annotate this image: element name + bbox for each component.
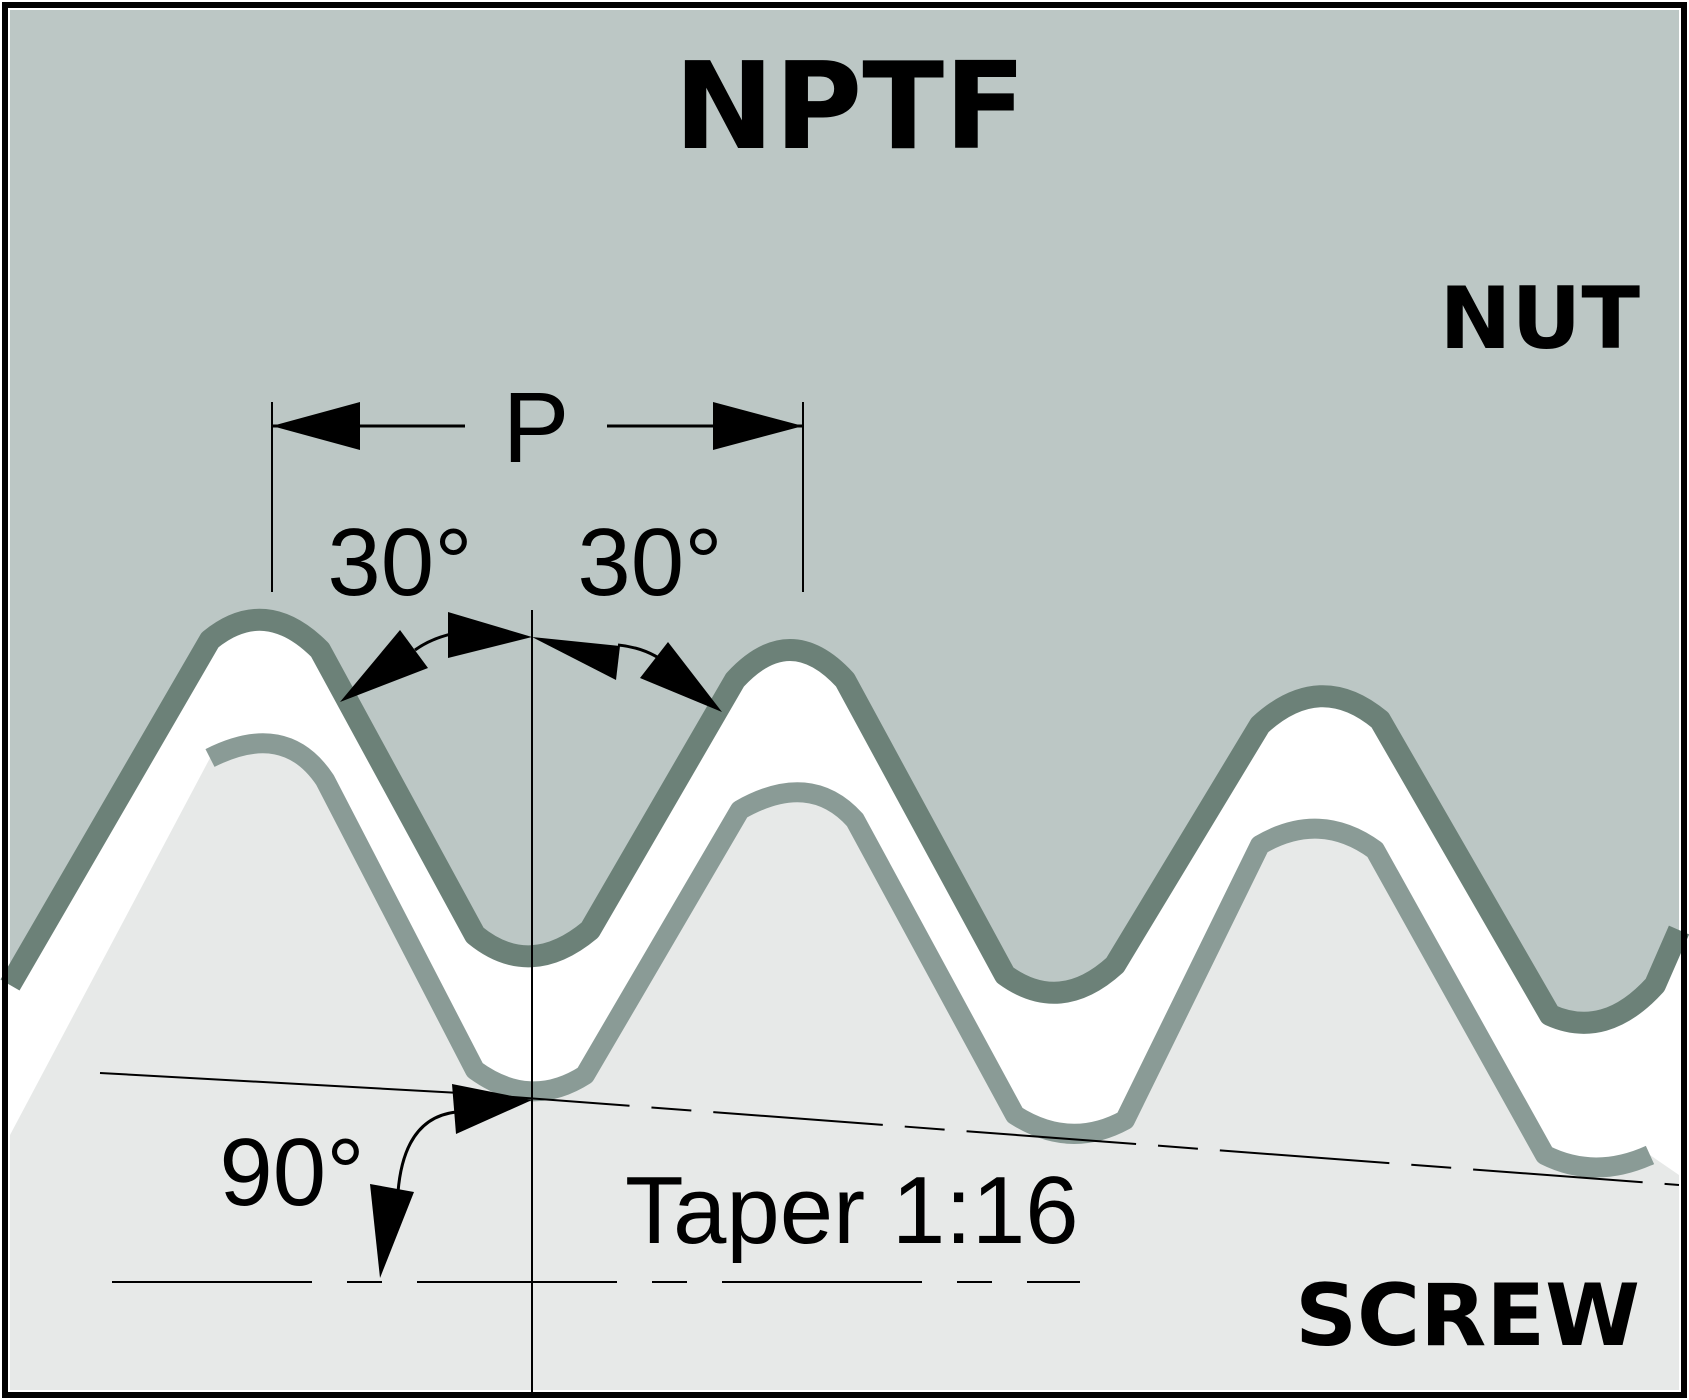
- flank-arrow-left-outer: [340, 630, 428, 702]
- screw-label: SCREW: [1295, 1266, 1640, 1366]
- taper-line: [459, 1092, 1680, 1186]
- right-angle-arrow-top: [452, 1084, 532, 1134]
- pitch-label: P: [503, 372, 570, 484]
- right-angle-arrow-bottom: [370, 1184, 414, 1278]
- right-angle-label: 90°: [219, 1119, 364, 1226]
- pitch-arrow-right: [713, 402, 803, 450]
- taper-label: Taper 1:16: [625, 1157, 1079, 1264]
- flank-angle-annotation: [340, 612, 722, 712]
- diagram-title: NPTF: [674, 38, 1026, 177]
- flank-angle-right-label: 30°: [577, 509, 722, 616]
- flank-arrow-right-outer: [640, 642, 722, 712]
- nut-body: [10, 10, 1679, 1023]
- flank-arrow-right-inner: [532, 637, 620, 680]
- nut-label: NUT: [1440, 269, 1641, 369]
- screw-body: [10, 743, 1679, 1390]
- pitch-dimension: P: [271, 372, 804, 592]
- taper-line-solid: [99, 1072, 461, 1094]
- pitch-arrow-left: [272, 402, 360, 450]
- right-angle-annotation: 90°: [219, 1084, 532, 1278]
- flank-angle-left-label: 30°: [327, 509, 472, 616]
- screw-edge: [205, 733, 1655, 1178]
- right-angle-arc: [396, 1110, 457, 1193]
- nut-edge: [0, 608, 1689, 1034]
- flank-arrow-left-inner: [448, 612, 532, 658]
